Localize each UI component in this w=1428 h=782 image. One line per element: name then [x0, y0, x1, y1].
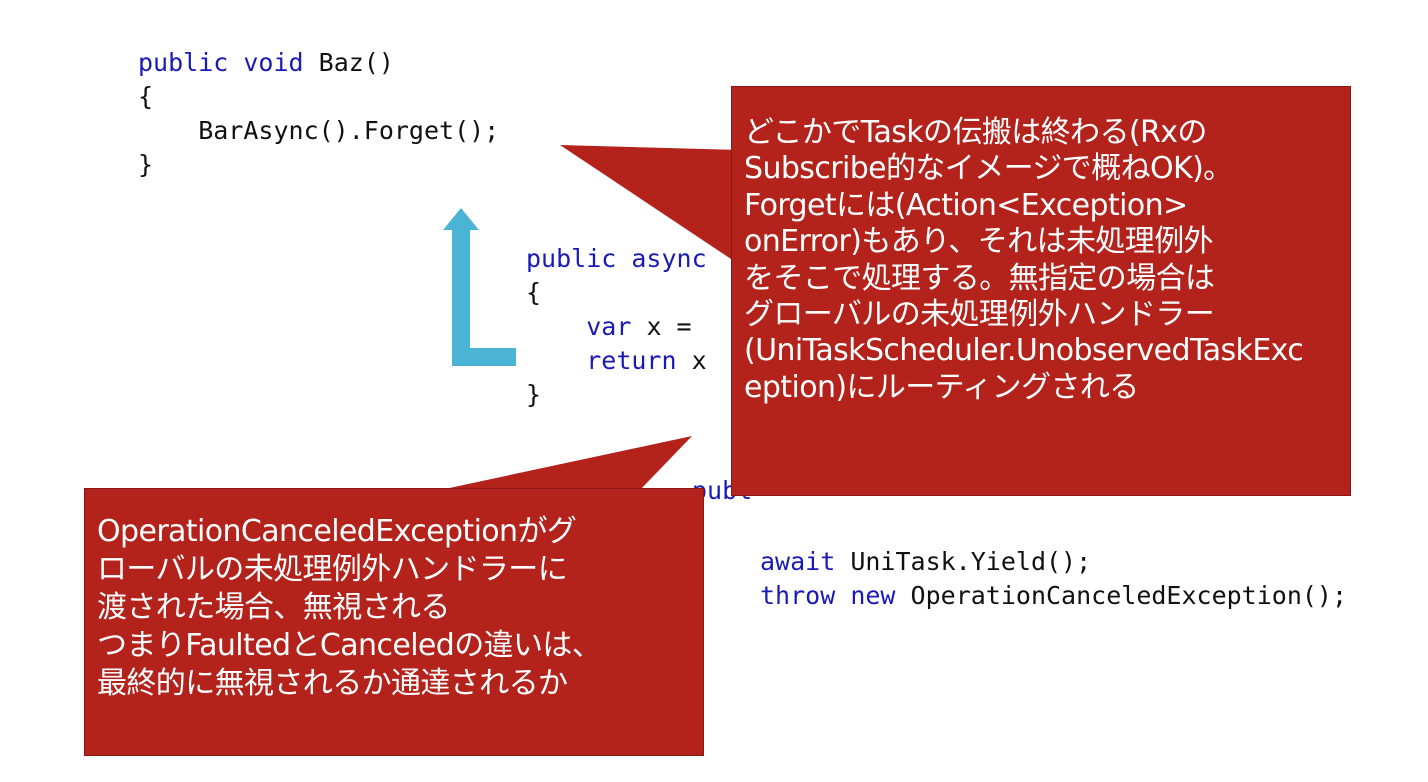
- callout-text-line: OperationCanceledExceptionがグ: [97, 514, 577, 549]
- callout-text-line: Forgetには(Action<Exception>: [744, 187, 1188, 223]
- callout-text-line: eption)にルーティングされる: [744, 369, 1139, 405]
- code-bar-method: public async { var x = return x }: [526, 242, 707, 412]
- code-line: }: [526, 380, 542, 409]
- code-keyword: var: [586, 312, 632, 341]
- up-turn-arrow-icon: [443, 208, 516, 366]
- code-keyword: void: [243, 48, 304, 77]
- callout-text-line: (UniTaskScheduler.UnobservedTaskExc: [744, 333, 1304, 369]
- code-keyword: new: [850, 581, 896, 610]
- code-line: BarAsync().Forget();: [138, 116, 500, 145]
- callout-text-line: 最終的に無視されるか通達されるか: [97, 666, 568, 701]
- callout-text-line: つまりFaultedとCanceledの違いは、: [97, 628, 602, 663]
- code-keyword: async: [631, 244, 707, 273]
- callout-text-line: グローバルの未処理例外ハンドラー: [744, 297, 1215, 333]
- arrow-shape: [443, 208, 516, 366]
- callout-text-line: をそこで処理する。無指定の場合は: [744, 260, 1215, 296]
- callout-text-line: ローバルの未処理例外ハンドラーに: [97, 552, 568, 587]
- code-keyword: return: [586, 346, 677, 375]
- code-method-name: Baz(): [318, 48, 394, 77]
- code-foo-method-body: await UniTask.Yield(); throw new Operati…: [760, 545, 1347, 613]
- code-line: OperationCanceledException();: [910, 581, 1348, 610]
- callout-text-line: Subscribe的なイメージで概ねOK)。: [744, 151, 1233, 187]
- code-line: {: [526, 278, 542, 307]
- code-line: }: [138, 150, 154, 179]
- callout-text-line: onError)もあり、それは未処理例外: [744, 224, 1214, 260]
- callout-canceled-explanation: OperationCanceledExceptionがグ ローバルの未処理例外ハ…: [84, 488, 704, 756]
- code-keyword: public: [138, 48, 229, 77]
- code-baz-method: public void Baz() { BarAsync().Forget();…: [138, 46, 499, 182]
- callout-text-line: 渡された場合、無視される: [97, 590, 450, 625]
- callout-bottom-tail: [440, 436, 692, 490]
- code-keyword: public: [526, 244, 617, 273]
- code-line: UniTask.Yield();: [850, 547, 1092, 576]
- code-line: x =: [646, 312, 692, 341]
- code-keyword: throw: [760, 581, 836, 610]
- code-keyword: await: [760, 547, 836, 576]
- callout-text-line: どこかでTaskの伝搬は終わる(Rxの: [744, 115, 1207, 150]
- callout-forget-explanation: どこかでTaskの伝搬は終わる(Rxの Subscribe的なイメージで概ねOK…: [731, 86, 1351, 496]
- code-line: x: [691, 346, 707, 375]
- code-line: {: [138, 82, 154, 111]
